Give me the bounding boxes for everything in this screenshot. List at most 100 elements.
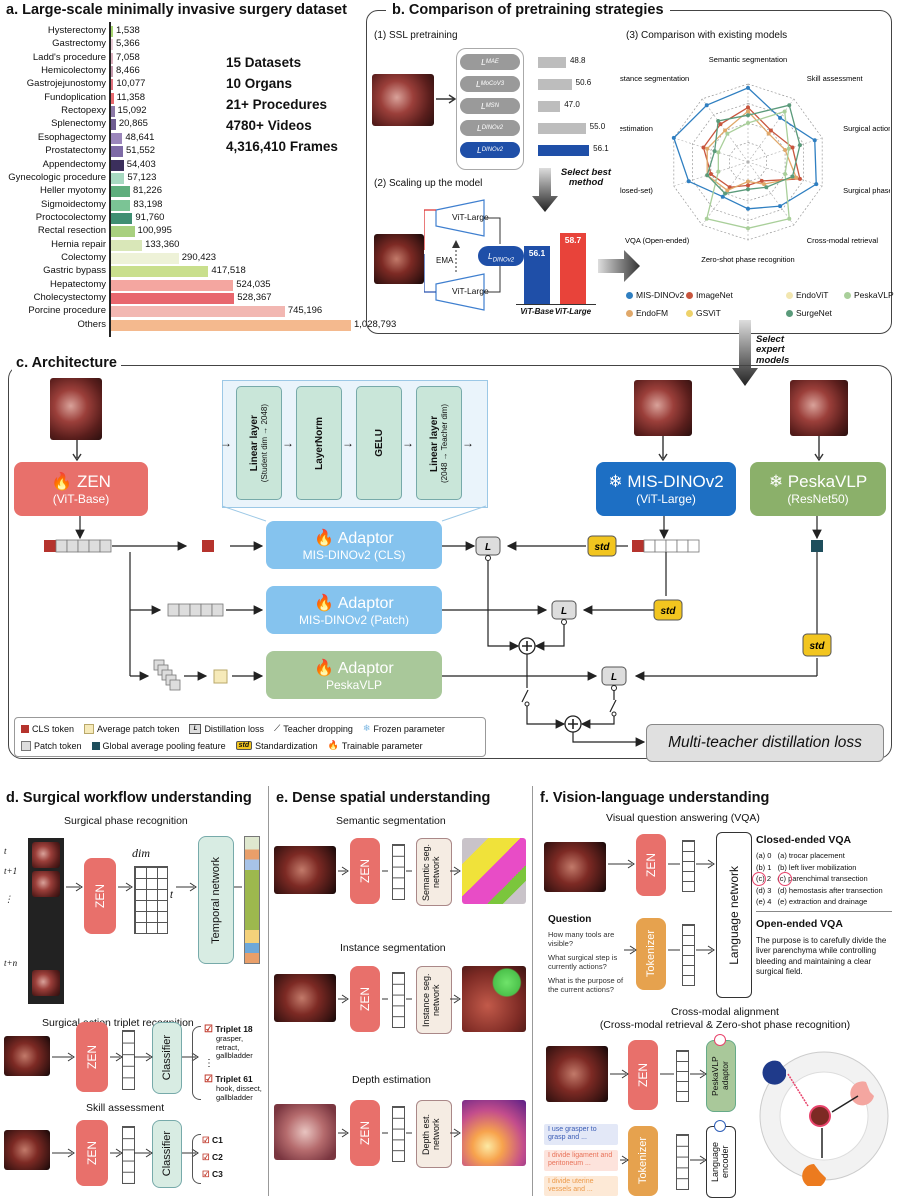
bar-value: 81,226 (132, 185, 162, 197)
dim-label: dim (132, 846, 150, 860)
language-encoder: Language encoder (706, 1126, 736, 1198)
depth-arrows (338, 1128, 461, 1138)
radar-point (814, 182, 819, 187)
bar (111, 293, 235, 304)
stat-row: 4,316,410 Frames (226, 136, 366, 157)
scaling-diagram (424, 199, 524, 311)
peska-adaptor: PeskaVLP adaptor (706, 1040, 736, 1112)
adaptor-patch-title: Adaptor (337, 595, 394, 612)
closed-option: (c) 2 (c) parenchimal transection (756, 874, 868, 883)
loss-bar-row: 56.1 (538, 142, 618, 158)
radar-point (746, 179, 750, 184)
radar-point (782, 109, 787, 114)
sem-title: Semantic segmentation (336, 815, 446, 827)
stat-number: 21+ (226, 97, 249, 112)
bar-label: Proctocolectomy (35, 211, 106, 223)
cm-input (546, 1046, 608, 1102)
adaptor-patch: 🔥 Adaptor MIS-DINOv2 (Patch) (266, 586, 442, 634)
select-best-label: Select best method (560, 167, 612, 189)
adaptor-in-arrow: → (220, 436, 232, 450)
panel-d-title: d. Surgical workflow understanding (6, 790, 252, 806)
time-label: t (4, 846, 7, 856)
adaptor-layer: Linear layer(Student dim → 2048) (236, 386, 282, 500)
panel-e-title: e. Dense spatial understanding (276, 790, 491, 806)
scale-bar (524, 246, 550, 304)
skill-arrows (52, 1148, 199, 1158)
skill-title: Skill assessment (86, 1102, 165, 1114)
triplet-input (4, 1036, 50, 1076)
radar-point (746, 85, 750, 90)
radar-axis-label: VQA (Closed-set) (620, 186, 653, 195)
radar-point (723, 191, 728, 196)
radar-point (746, 226, 750, 231)
mis-sub: (ViT-Large) (636, 492, 696, 506)
loss-sub: MSN (485, 103, 500, 109)
adaptor-cls-sub: MIS-DINOv2 (CLS) (302, 548, 406, 562)
legend-item: PeskaVLP (844, 290, 894, 300)
legend-name: GSViT (696, 308, 721, 318)
zen-phase: ZEN (84, 858, 116, 934)
bar (111, 319, 351, 331)
lang-encoder-label: Language encoder (710, 1141, 730, 1183)
loss-bar (538, 145, 590, 156)
text-prompt: I use grasper to grasp and ... (544, 1124, 618, 1145)
legend-item: MIS-DINOv2 (626, 290, 684, 300)
bar-value: 91,760 (135, 211, 165, 223)
bar-label: Cholecystectomy (33, 292, 106, 303)
bar-label: Colectomy (61, 251, 106, 263)
radar-point (746, 121, 750, 125)
answer-ring (778, 872, 792, 886)
bar-value: 8,466 (116, 65, 140, 77)
legend-item: EndoFM (626, 308, 668, 318)
bar-value: 48,641 (125, 131, 155, 143)
legend-frozen: Frozen parameter (373, 723, 445, 734)
panel-c-frame (8, 365, 892, 759)
adaptor-layers: Linear layer(Student dim → 2048)→LayerNo… (220, 386, 476, 502)
frame-tn (32, 970, 60, 996)
bar (111, 39, 113, 51)
radar-point (704, 103, 709, 108)
adaptor-patch-sub: MIS-DINOv2 (Patch) (298, 613, 409, 627)
checkbox-icon: ☑ (202, 1135, 212, 1145)
phase-output-bar (244, 836, 260, 964)
zen-skill: ZEN (76, 1120, 108, 1186)
peska-adaptor-label: PeskaVLP adaptor (710, 1056, 730, 1096)
radar-spoke (701, 161, 749, 226)
cls-token-swatch (21, 724, 29, 733)
legend-item: SurgeNet (786, 308, 832, 318)
stat-label: Frames (289, 139, 338, 154)
inst-features (392, 972, 405, 1028)
time-label: t+1 (4, 866, 18, 876)
triplet-arrows (52, 1052, 199, 1062)
bar-value: 133,360 (145, 238, 180, 250)
bar (111, 226, 135, 238)
open-vqa-text: The purpose is to carefully divide the l… (756, 936, 887, 977)
triplet-ellipsis: ⋮ (204, 1058, 214, 1069)
legend-gap: Global average pooling feature (102, 740, 226, 751)
stat-row: 21+ Procedures (226, 94, 366, 115)
mis-input-image (634, 380, 692, 436)
adaptor-cls-title: Adaptor (337, 530, 394, 547)
bar-value: 5,366 (116, 38, 140, 50)
adaptor-out-arrow: → (462, 436, 474, 450)
radar-point (783, 172, 788, 177)
depth-network: Depth est. network (416, 1100, 452, 1168)
bar-label: Porcine procedure (28, 305, 106, 317)
bar-label: Rectopexy (61, 105, 106, 117)
time-label: t+n (4, 958, 18, 968)
bar-label: Hysterectomy (47, 25, 106, 36)
scale-bar-cat: ViT-Base (520, 307, 554, 316)
vit-large-bottom: ViT-Large (452, 286, 489, 296)
zen-model: 🔥 ZEN (ViT-Base) (14, 462, 148, 516)
radar-point (746, 183, 750, 188)
loss-L: L (475, 79, 481, 89)
bar-value: 54,403 (126, 158, 156, 170)
std-swatch: std (235, 741, 253, 750)
radar-point (746, 109, 750, 114)
